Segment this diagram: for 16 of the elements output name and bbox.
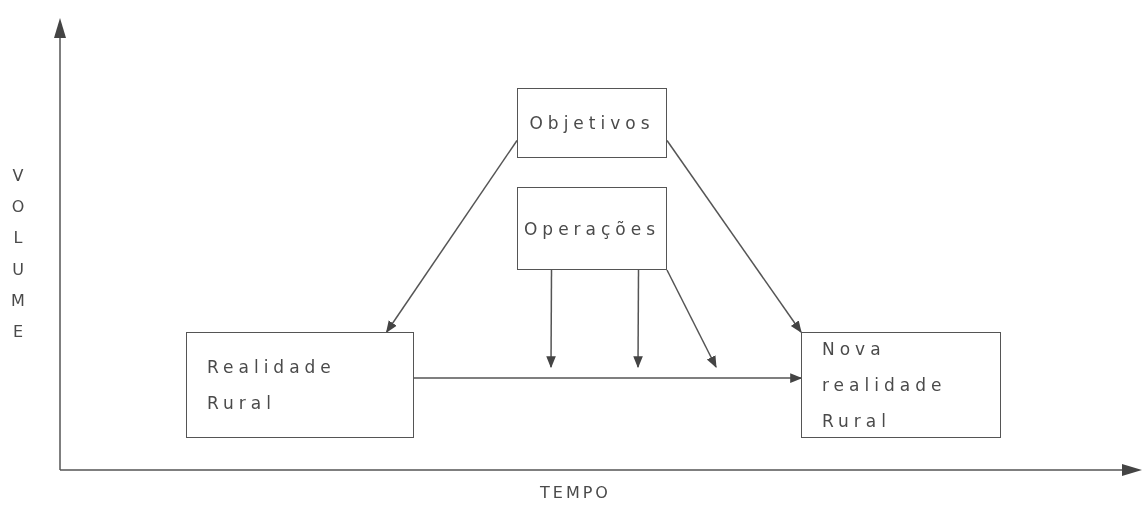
- arrow: [385, 139, 518, 333]
- axis-label: TEMPO: [540, 483, 611, 502]
- process-box: [801, 332, 1001, 438]
- arrow: [666, 269, 717, 369]
- box-label: Objetivos: [529, 112, 655, 135]
- box-label: Nova realidade Rural: [822, 338, 948, 433]
- arrow: [633, 269, 643, 369]
- process-box: [517, 187, 667, 270]
- axis-label: VOLUME: [10, 165, 26, 343]
- arrow: [666, 139, 802, 333]
- process-box: [186, 332, 414, 438]
- arrow: [413, 373, 803, 383]
- process-box: [517, 88, 667, 158]
- box-label: Operações: [523, 217, 661, 241]
- arrow: [546, 269, 556, 369]
- box-label: Realidade Rural: [207, 356, 337, 415]
